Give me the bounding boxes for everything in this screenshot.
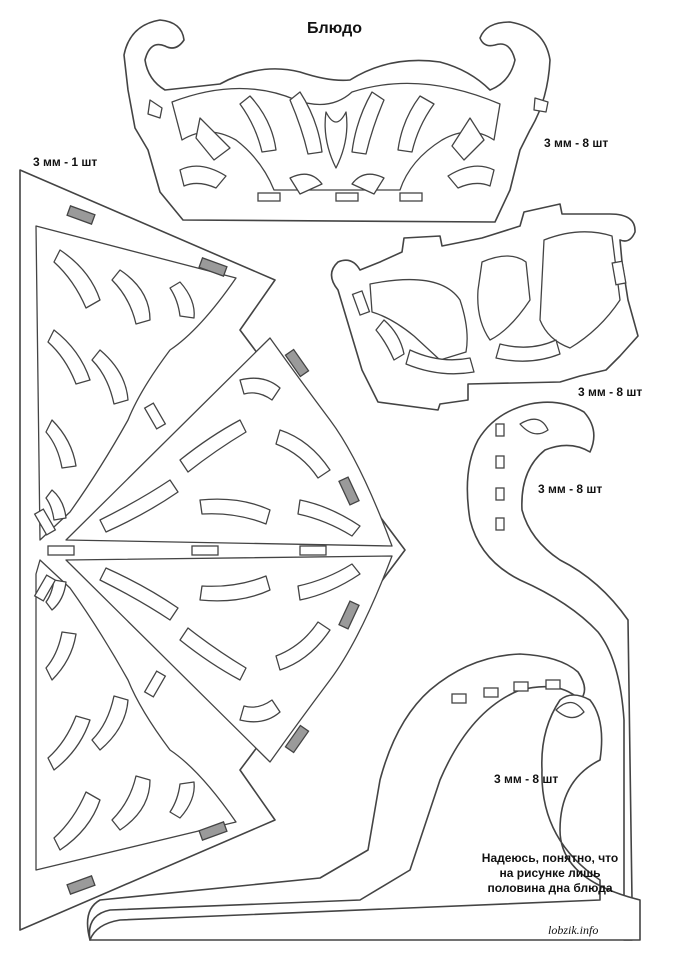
side-panel-right: [330, 203, 639, 411]
side-panel-right-label: 3 мм - 8 шт: [578, 385, 643, 399]
note-line-1: Надеюсь, понятно, что: [481, 851, 619, 865]
leg-lower-label: 3 мм - 8 шт: [494, 772, 559, 786]
note-line-3: половина дна блюда: [487, 881, 613, 895]
base-panel: [19, 169, 406, 931]
page-title: Блюдо: [307, 20, 363, 37]
leg-part-upper: [466, 401, 633, 941]
site-watermark: lobzik.info: [548, 923, 599, 937]
leg-upper-label: 3 мм - 8 шт: [538, 482, 603, 496]
side-panel-top: [123, 19, 551, 223]
note-line-2: на рисунке лишь: [499, 866, 601, 880]
side-panel-top-label: 3 мм - 8 шт: [544, 136, 609, 150]
base-part-label: 3 мм - 1 шт: [33, 155, 98, 169]
leg-part-lower: [86, 653, 641, 941]
note-text: Надеюсь, понятно, что на рисунке лишь по…: [465, 851, 635, 896]
